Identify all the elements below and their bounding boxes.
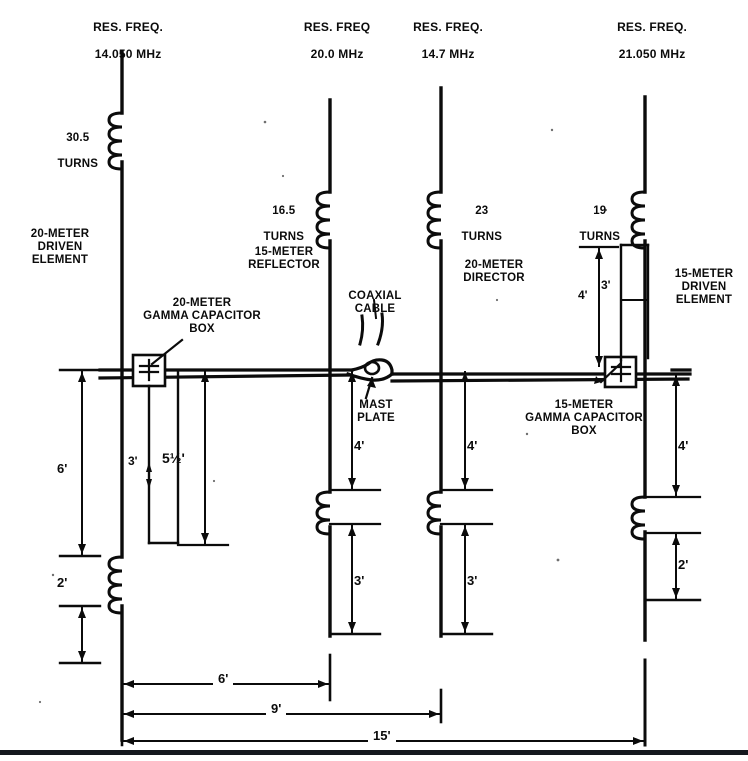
turns-word: TURNS (579, 230, 621, 243)
dim-15m-reflector-upper: 4' (354, 438, 365, 453)
dim-20m-driven-lower: 2' (57, 575, 68, 590)
dim-15m-driven-upper: 4' (678, 438, 689, 453)
dim-20m-driven-upper: 6' (57, 461, 68, 476)
dim-15m-gamma-height: 4' (578, 288, 588, 302)
res-freq-value: 20.0 MHz (310, 47, 364, 62)
dimline-4ft-15mdriven (643, 375, 702, 499)
dim-20m-gamma-rod: 3' (128, 454, 138, 468)
turns-label-20m-driven: 30.5 TURNS (38, 119, 104, 183)
res-freq-header-15m-driven: RES. FREQ. 21.050 MHz (584, 8, 706, 75)
dim-20m-director-upper: 4' (467, 438, 478, 453)
dim-boom-span-9: 9' (266, 701, 287, 716)
dimline-2ft-right (643, 531, 702, 602)
leader-20m-gamma (150, 338, 184, 366)
res-freq-label: RES. FREQ. (617, 20, 688, 35)
turns-word: TURNS (57, 157, 99, 170)
res-freq-header-15m-reflector: RES. FREQ 20.0 MHz (272, 8, 388, 75)
turns-word: TURNS (461, 230, 503, 243)
dim-20m-director-lower: 3' (467, 573, 478, 588)
turns-count: 30.5 (66, 131, 90, 144)
gamma-capacitor-box-20m (131, 353, 167, 388)
dim-15m-reflector-lower: 3' (354, 573, 365, 588)
dim-15m-gamma-rod: 3' (601, 278, 611, 292)
dimline-5half-ft (176, 371, 230, 547)
turns-count: 19 (593, 204, 607, 217)
turns-label-20m-director: 23 TURNS (444, 192, 506, 256)
element-15m-reflector (315, 98, 332, 638)
leader-15m-gamma (594, 362, 622, 384)
dim-15m-driven-lower: 2' (678, 557, 689, 572)
dimline-3ft-gamma20 (146, 461, 152, 490)
res-freq-header-20m-director: RES. FREQ. 14.7 MHz (384, 8, 498, 75)
dimline-3ft-reflector (328, 522, 382, 636)
leader-coax (372, 298, 378, 320)
boom (98, 368, 692, 383)
dim-boom-span-6: 6' (213, 671, 234, 686)
label-15m-driven-element: 15-METER DRIVEN ELEMENT (674, 268, 734, 306)
turns-count: 16.5 (272, 204, 296, 217)
bottom-dimension-extensions (120, 653, 443, 747)
dimline-2ft-left (58, 604, 102, 665)
res-freq-value: 14.050 MHz (94, 47, 162, 62)
dimline-4ft-gamma15 (578, 245, 620, 367)
gamma-rod-15m (619, 243, 650, 362)
turns-label-15m-reflector: 16.5 TURNS (244, 192, 310, 256)
element-20m-director (426, 86, 443, 638)
turns-word: TURNS (263, 230, 305, 243)
element-15m-driven (630, 95, 647, 747)
page-bottom-border (0, 750, 748, 755)
dim-boom-span-15: 15' (368, 728, 396, 743)
gamma-capacitor-box-15m (603, 355, 638, 389)
label-20m-driven-element: 20-METER DRIVEN ELEMENT (30, 228, 90, 266)
res-freq-label: RES. FREQ. (413, 20, 484, 35)
res-freq-value: 14.7 MHz (421, 47, 475, 62)
turns-label-15m-driven: 19 TURNS (563, 192, 623, 256)
callout-20m-gamma-capacitor-box: 20-METER GAMMA CAPACITOR BOX (143, 297, 261, 335)
res-freq-header-20m-driven: RES. FREQ. 14.050 MHz (62, 8, 180, 75)
callout-mast-plate: MAST PLATE (357, 399, 395, 424)
res-freq-label: RES. FREQ (303, 20, 371, 35)
scan-speckles (38, 120, 608, 704)
turns-count: 23 (475, 204, 489, 217)
dim-20m-driven-halfwave: 5½' (162, 450, 185, 466)
dimline-6ft (58, 368, 102, 558)
label-20m-director: 20-METER DIRECTOR (463, 259, 525, 284)
coaxial-cable (358, 312, 384, 346)
res-freq-value: 21.050 MHz (618, 47, 686, 62)
dimline-4ft-reflector (328, 371, 382, 492)
dimline-3ft-director (439, 522, 494, 636)
callout-15m-gamma-capacitor-box: 15-METER GAMMA CAPACITOR BOX (525, 399, 643, 437)
res-freq-label: RES. FREQ. (93, 20, 164, 35)
leader-mast-plate (364, 376, 376, 400)
mast-plate (345, 358, 395, 382)
callout-coaxial-cable: COAXIAL CABLE (348, 290, 402, 315)
label-15m-reflector: 15-METER REFLECTOR (248, 246, 320, 271)
dimline-4ft-director (439, 371, 494, 492)
element-20m-driven (107, 50, 124, 742)
